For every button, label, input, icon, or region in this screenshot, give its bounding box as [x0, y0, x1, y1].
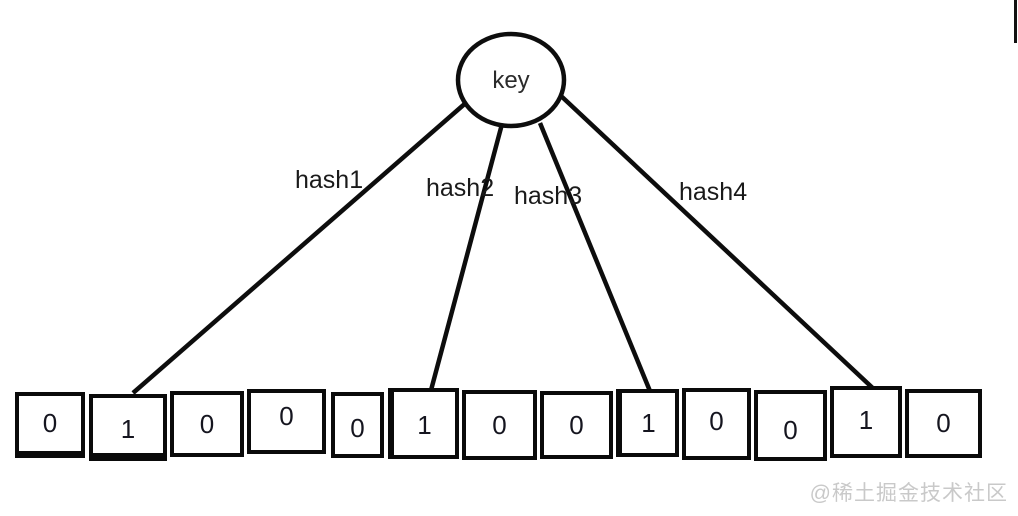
bit-cell: 0 [462, 390, 537, 460]
bit-cell: 0 [905, 389, 982, 458]
top-right-edge-line [1014, 0, 1017, 43]
bit-cell: 0 [15, 392, 85, 458]
key-node-label: key [492, 67, 530, 94]
hash4-line [558, 93, 880, 395]
bit-cell: 0 [331, 392, 384, 458]
watermark-text: @稀土掘金技术社区 [809, 482, 1008, 505]
bit-cell: 0 [682, 388, 751, 460]
hash3-line [537, 122, 655, 397]
bit-cell: 0 [247, 389, 326, 454]
hash2-line [427, 123, 505, 395]
hash1-line [131, 99, 470, 395]
hash3-label: hash3 [514, 182, 583, 210]
bit-cell: 1 [616, 389, 679, 457]
bit-cell: 1 [89, 394, 167, 461]
bit-cell: 1 [388, 388, 459, 459]
hash2-label: hash2 [426, 174, 495, 202]
bit-cell: 0 [754, 390, 827, 461]
bit-cell: 0 [170, 391, 244, 457]
hash1-label: hash1 [295, 166, 364, 194]
bit-cell: 0 [540, 391, 613, 459]
hash4-label: hash4 [679, 178, 748, 206]
key-node [455, 31, 567, 129]
bit-cell: 1 [830, 386, 902, 458]
